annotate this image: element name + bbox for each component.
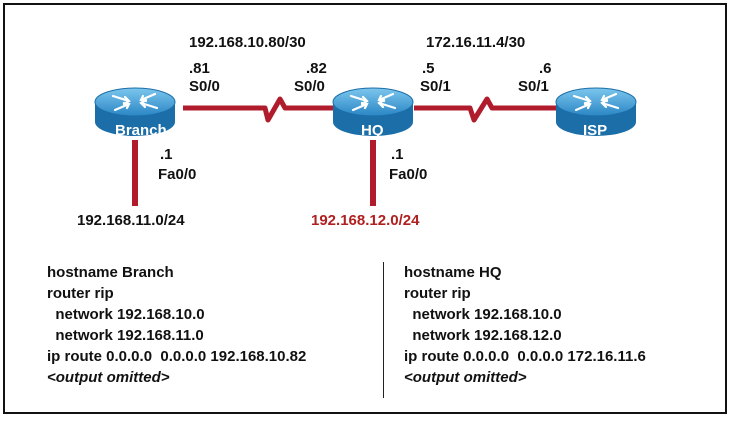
config-line: ip route 0.0.0.0 0.0.0.0 172.16.11.6: [404, 348, 646, 365]
config-omitted-note: <output omitted>: [404, 369, 527, 386]
config-divider: [383, 262, 384, 398]
hq-serial1-ip: .5: [422, 60, 435, 77]
router-hq[interactable]: [332, 87, 414, 136]
config-line: network 192.168.12.0: [404, 327, 562, 344]
config-line: router rip: [404, 285, 471, 302]
router-isp[interactable]: [555, 87, 637, 136]
hq-config: hostname HQ router rip network 192.168.1…: [404, 262, 646, 388]
hq-serial1-interface: S0/1: [420, 78, 451, 95]
config-line: hostname HQ: [404, 264, 502, 281]
isp-serial-interface: S0/1: [518, 78, 549, 95]
config-line: hostname Branch: [47, 264, 174, 281]
branch-serial-ip: .81: [189, 60, 210, 77]
router-branch[interactable]: [94, 87, 176, 136]
branch-lan-interface: Fa0/0: [158, 166, 197, 183]
serial-link-hq-isp: [414, 96, 558, 123]
router-branch-name: Branch: [115, 122, 167, 139]
branch-lan-ip: .1: [160, 146, 173, 163]
config-line: network 192.168.11.0: [47, 327, 204, 344]
router-arrows-icon: [349, 92, 397, 112]
isp-serial-ip: .6: [539, 60, 552, 77]
diagram-frame: [3, 3, 727, 414]
config-line: ip route 0.0.0.0 0.0.0.0 192.168.10.82: [47, 348, 307, 365]
config-line: router rip: [47, 285, 114, 302]
router-isp-name: ISP: [583, 122, 608, 139]
hq-isp-network: 172.16.11.4/30: [426, 34, 526, 51]
router-arrows-icon: [572, 92, 620, 112]
router-arrows-icon: [111, 92, 159, 112]
hq-lan-ip: .1: [391, 146, 404, 163]
config-omitted-note: <output omitted>: [47, 369, 170, 386]
hq-serial0-ip: .82: [306, 60, 327, 77]
router-hq-name: HQ: [361, 122, 384, 139]
config-line: network 192.168.10.0: [404, 306, 562, 323]
config-line: network 192.168.10.0: [47, 306, 205, 323]
branch-hq-network: 192.168.10.80/30: [189, 34, 306, 51]
branch-lan-network: 192.168.11.0/24: [77, 212, 185, 229]
serial-link-branch-hq: [183, 96, 336, 123]
hq-serial0-interface: S0/0: [294, 78, 325, 95]
branch-config: hostname Branch router rip network 192.1…: [47, 262, 306, 388]
hq-lan-network: 192.168.12.0/24: [311, 212, 420, 229]
hq-lan-interface: Fa0/0: [389, 166, 428, 183]
branch-serial-interface: S0/0: [189, 78, 220, 95]
